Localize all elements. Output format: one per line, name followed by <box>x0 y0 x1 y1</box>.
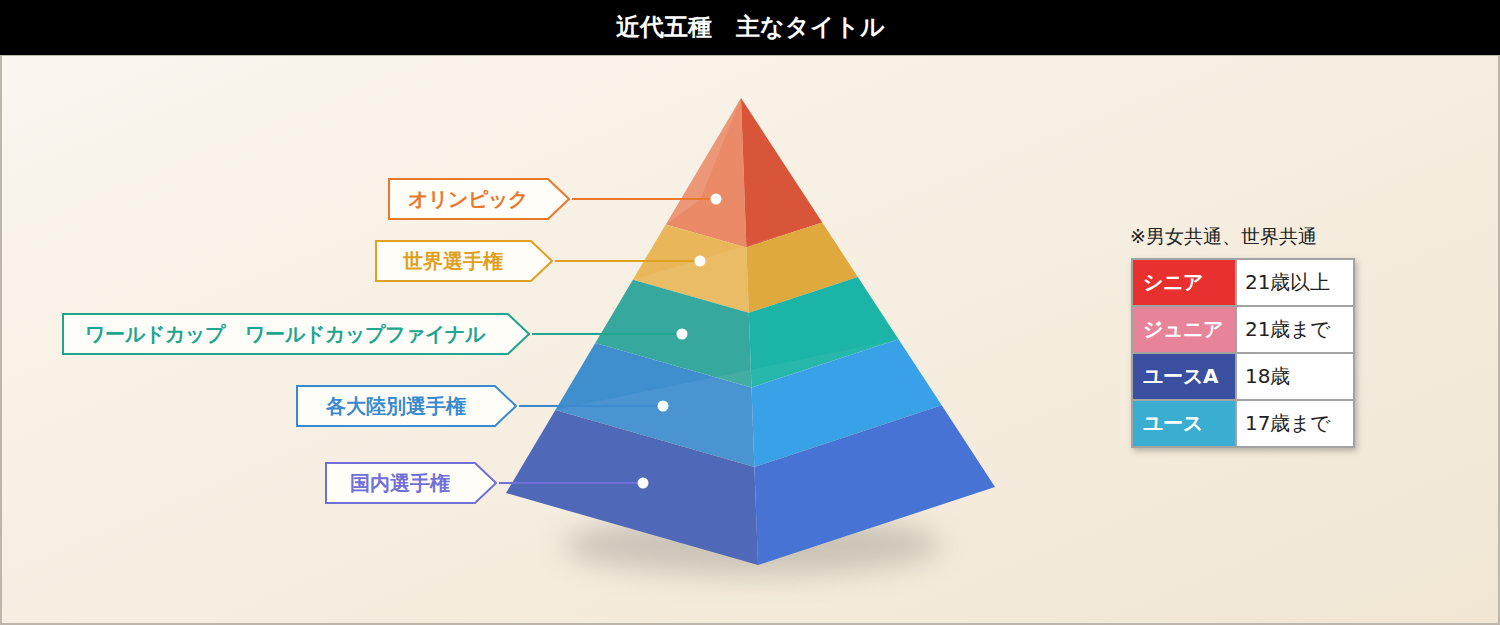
category-cell: シニア <box>1133 260 1237 305</box>
leader-line <box>555 260 700 262</box>
category-cell: ユース <box>1133 401 1237 446</box>
callout-shape <box>389 179 569 219</box>
pyramid <box>506 98 995 565</box>
leader-dot <box>695 256 706 267</box>
callout-shape <box>63 314 529 354</box>
table-row: ユースA18歳 <box>1133 354 1353 401</box>
age-cell: 18歳 <box>1237 354 1353 399</box>
callout-box: 国内選手権 <box>325 462 497 504</box>
pyramid-sheen <box>555 339 941 467</box>
leader-line <box>519 405 663 407</box>
frame <box>1 55 1499 624</box>
category-cell: ユースA <box>1133 354 1237 399</box>
callout-shape <box>376 241 552 281</box>
table-row: ジュニア21歳まで <box>1133 307 1353 354</box>
callout-text: ワールドカップ ワールドカップファイナル <box>62 313 508 355</box>
title-bar <box>0 0 1500 55</box>
age-cell: 17歳まで <box>1237 401 1353 446</box>
pyramid-band <box>741 98 822 247</box>
callout-box: オリンピック <box>388 178 570 220</box>
age-cell: 21歳以上 <box>1237 260 1353 305</box>
callout-shape <box>297 386 516 426</box>
callout-box: 各大陸別選手権 <box>296 385 517 427</box>
category-cell: ジュニア <box>1133 307 1237 352</box>
callout-text: 世界選手権 <box>375 240 531 282</box>
table-row: ユース17歳まで <box>1133 401 1353 446</box>
table-row: シニア21歳以上 <box>1133 260 1353 307</box>
pyramid-band <box>666 98 747 247</box>
callout-box: ワールドカップ ワールドカップファイナル <box>62 313 530 355</box>
callout-shape <box>326 463 496 503</box>
pyramid-sheen <box>633 223 858 313</box>
callout-text: 国内選手権 <box>325 462 475 504</box>
pyramid-sheen <box>666 98 741 224</box>
note-text: ※男女共通、世界共通 <box>1130 224 1317 250</box>
age-table: シニア21歳以上ジュニア21歳までユースA18歳ユース17歳まで <box>1131 258 1355 448</box>
title-text: 近代五種 主なタイトル <box>0 0 1500 55</box>
callout-text: オリンピック <box>388 178 548 220</box>
leader-lines <box>499 194 722 489</box>
leader-line <box>572 198 716 200</box>
callout-box: 世界選手権 <box>375 240 553 282</box>
leader-line <box>532 333 682 335</box>
age-cell: 21歳まで <box>1237 307 1353 352</box>
leader-dot <box>711 194 722 205</box>
leader-dot <box>677 329 688 340</box>
leader-dot <box>658 401 669 412</box>
leader-line <box>499 482 643 484</box>
leader-dot <box>638 478 649 489</box>
callout-text: 各大陸別選手権 <box>296 385 495 427</box>
